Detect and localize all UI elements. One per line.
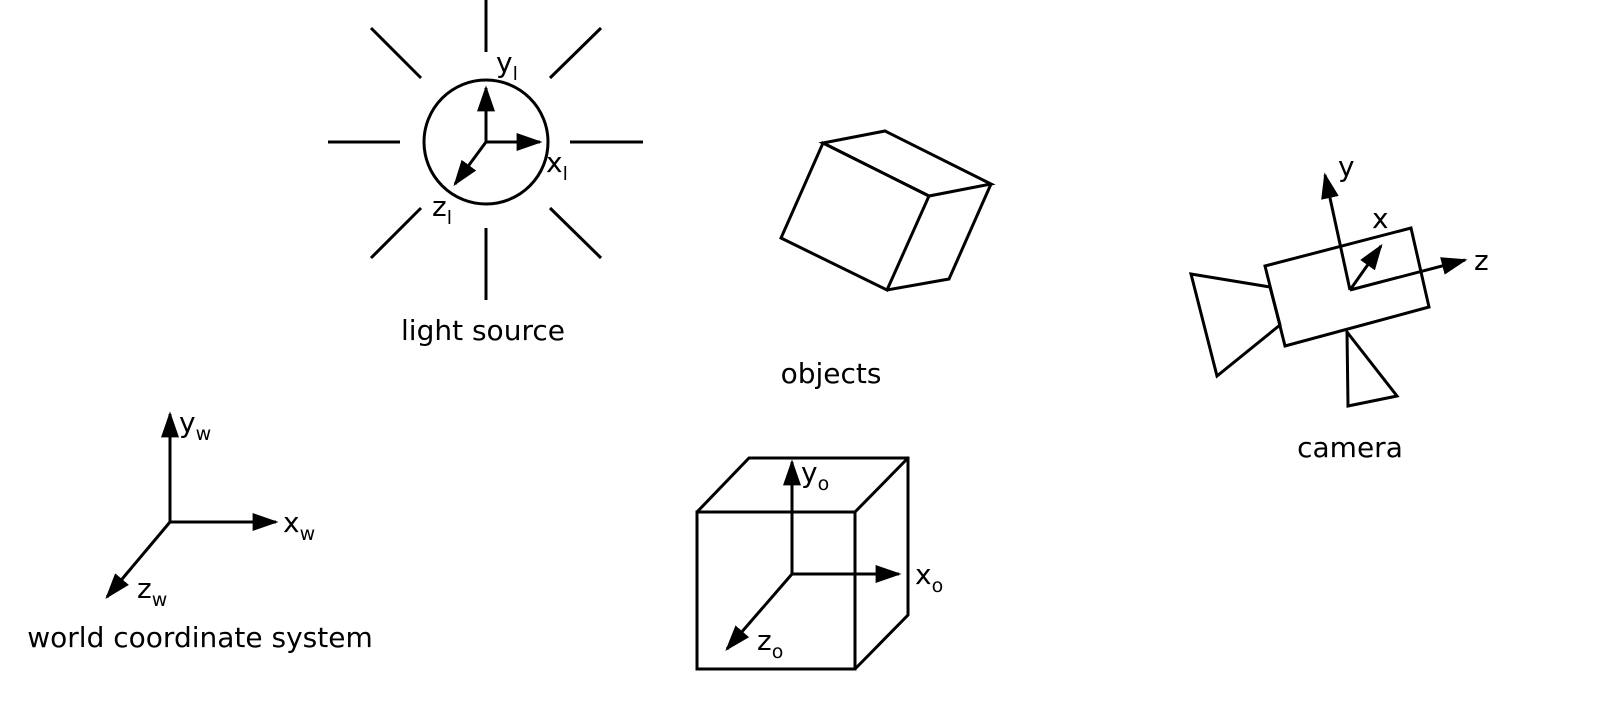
light-source: yl xl zl light source bbox=[328, 0, 643, 347]
light-x-label: xl bbox=[546, 146, 568, 185]
light-y-label: yl bbox=[496, 46, 518, 85]
camera-z-label: z bbox=[1474, 244, 1489, 277]
object-z-label: zo bbox=[757, 624, 783, 663]
light-bulb-circle bbox=[422, 78, 550, 206]
light-source-label: light source bbox=[401, 314, 565, 347]
object-x-label: xo bbox=[915, 558, 943, 597]
camera-y-label: y bbox=[1338, 150, 1355, 183]
camera-x-label: x bbox=[1372, 202, 1389, 235]
objects-label: objects bbox=[781, 357, 882, 390]
light-axes bbox=[453, 85, 543, 187]
object-frame-cube: yo xo zo bbox=[695, 456, 943, 671]
object-box: objects bbox=[779, 129, 996, 390]
world-coordinate-system: yw xw zw world coordinate system bbox=[27, 406, 372, 654]
world-y-label: yw bbox=[179, 406, 211, 445]
light-rays bbox=[328, 0, 643, 300]
camera-lens bbox=[1188, 272, 1282, 379]
camera: y x z camera bbox=[1188, 150, 1489, 464]
light-z-label: zl bbox=[432, 190, 452, 229]
camera-label: camera bbox=[1297, 431, 1403, 464]
world-x-label: xw bbox=[283, 506, 315, 545]
object-y-label: yo bbox=[801, 456, 829, 495]
camera-body bbox=[1263, 226, 1431, 348]
world-label: world coordinate system bbox=[27, 621, 372, 654]
camera-stand bbox=[1345, 327, 1400, 408]
world-z-label: zw bbox=[137, 572, 167, 611]
